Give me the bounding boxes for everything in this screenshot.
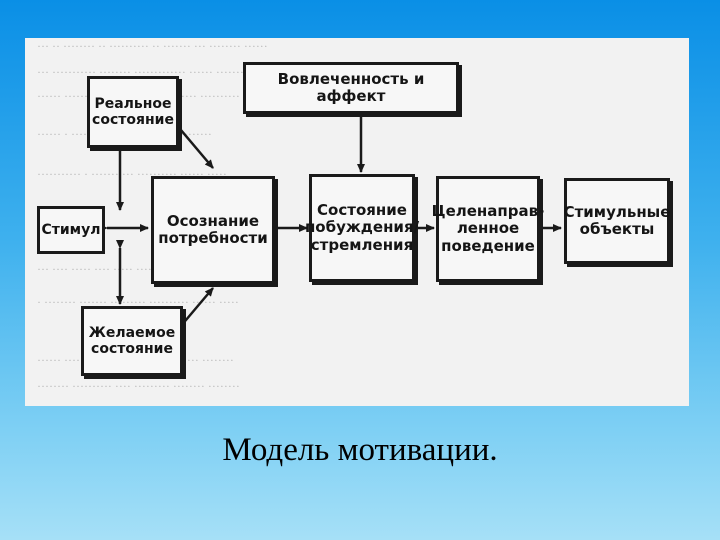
background-text-texture: ········ ·········· ···· ········· ·····… — [37, 380, 240, 392]
background-text-texture: · ········ ······· ········· ·········· … — [37, 296, 239, 308]
slide-caption: Модель мотивации. — [222, 432, 498, 468]
arrow-real-to-flow — [174, 122, 214, 169]
node-objects: Стимульные объекты — [564, 178, 670, 264]
node-stimulus: Стимул — [37, 206, 105, 254]
node-goal-behavior: Целенаправ- ленное поведение — [432, 176, 544, 282]
node-desired-state: Желаемое состояние — [81, 306, 183, 376]
background-text-texture: ··· ··········· ········ ············· ·… — [37, 66, 271, 78]
node-awareness: Осознание потребности — [151, 176, 275, 284]
background-text-texture: ··· ·· ········ ·· ·········· ·· ·······… — [37, 40, 268, 52]
node-involvement: Вовлеченность и аффект — [243, 62, 459, 114]
node-real-state: Реальное состояние — [87, 76, 179, 148]
node-arousal: Состояние побуждения/ стремления — [305, 174, 419, 282]
scanned-figure: ··· ·· ········ ·· ·········· ·· ·······… — [25, 38, 689, 406]
